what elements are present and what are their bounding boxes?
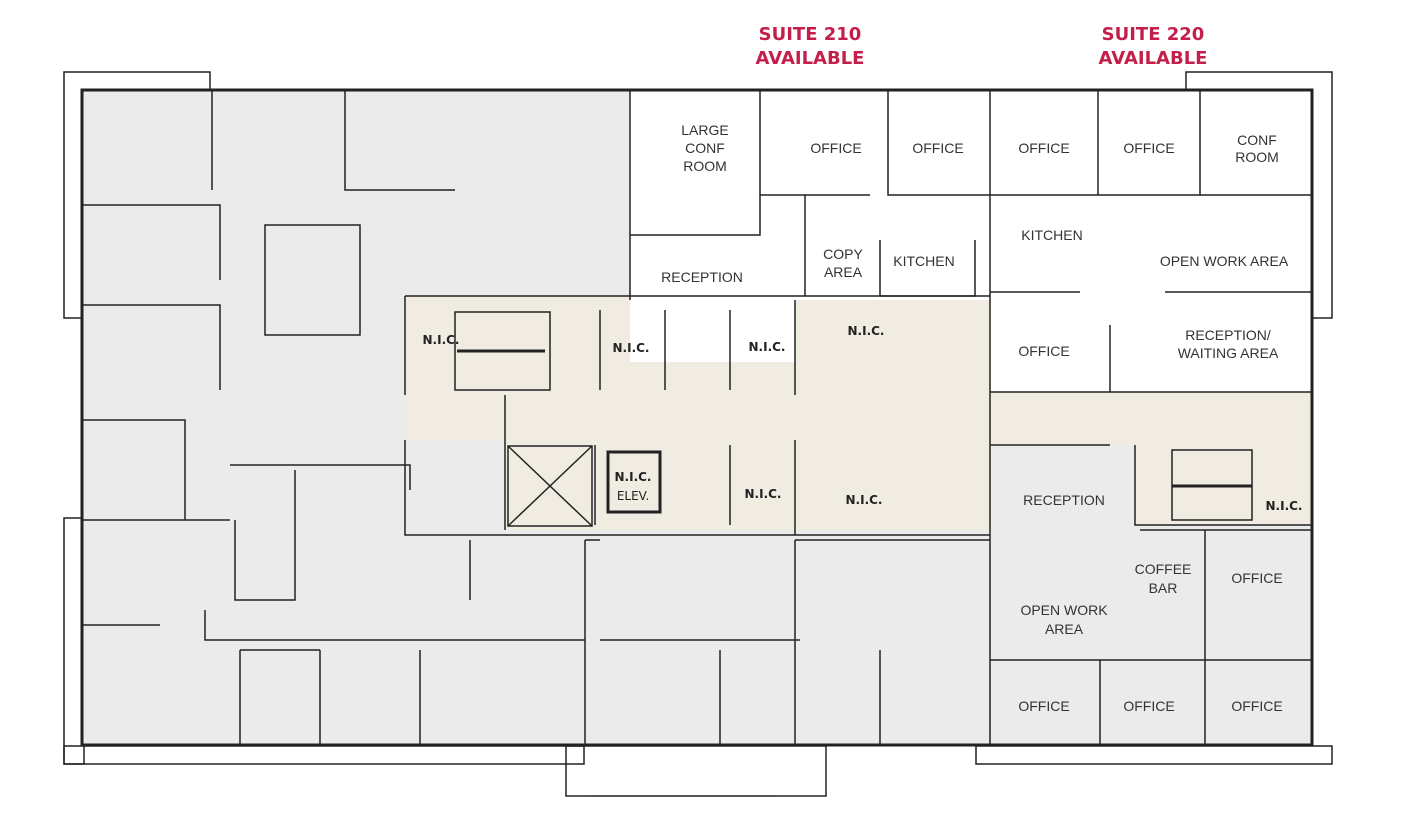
room-office: OFFICE [810, 140, 861, 156]
room-conf-1: CONF [1237, 132, 1277, 148]
suite-210-status: AVAILABLE [756, 48, 865, 69]
wall-segment [264, 224, 361, 336]
walls [80, 88, 1314, 747]
room-large-conf-1: LARGE [681, 122, 728, 138]
wall-segment [1134, 445, 1312, 526]
suite-210-heading: SUITE 210 AVAILABLE [756, 24, 865, 69]
room-open-work: OPEN WORK AREA [1160, 253, 1289, 269]
room-reception: RECEPTION [1023, 492, 1105, 508]
wall-segment [204, 610, 585, 641]
room-copy-1: COPY [823, 246, 863, 262]
wall-segment [82, 204, 221, 280]
stair-east [1171, 449, 1253, 521]
wall-segment [82, 419, 186, 520]
room-copy-2: AREA [824, 264, 863, 280]
suite-210-name: SUITE 210 [759, 24, 862, 45]
nic-label: N.I.C. [749, 340, 786, 354]
nic-label: N.I.C. [423, 333, 460, 347]
nic-label: N.I.C. [846, 493, 883, 507]
nic-label: N.I.C. [848, 324, 885, 338]
suite-210-area [630, 90, 990, 395]
room-open-work-1: OPEN WORK [1020, 602, 1108, 618]
suite-220-heading: SUITE 220 AVAILABLE [1099, 24, 1208, 69]
room-reception: RECEPTION [661, 269, 743, 285]
room-office: OFFICE [1123, 698, 1174, 714]
wall-segment [80, 88, 1314, 747]
room-office: OFFICE [1123, 140, 1174, 156]
room-large-conf-2: CONF [685, 140, 725, 156]
stair-north [454, 311, 551, 391]
wall-segment [887, 90, 990, 196]
room-kitchen: KITCHEN [1021, 227, 1082, 243]
elevator-label-2: ELEV. [617, 489, 649, 503]
core-labels: N.I.C. N.I.C. N.I.C. N.I.C. N.I.C. N.I.C… [423, 324, 1303, 513]
elevator-shaft [507, 445, 662, 527]
nic-label: N.I.C. [1266, 499, 1303, 513]
suite-220-area [990, 90, 1312, 392]
elevator-label-1: N.I.C. [615, 470, 652, 484]
nic-label: N.I.C. [613, 341, 650, 355]
room-conf-2: ROOM [1235, 149, 1279, 165]
room-open-work-2: AREA [1045, 621, 1084, 637]
room-kitchen: KITCHEN [893, 253, 954, 269]
room-office: OFFICE [1231, 698, 1282, 714]
suite-220-status: AVAILABLE [1099, 48, 1208, 69]
room-office: OFFICE [1018, 343, 1069, 359]
wall-segment [879, 650, 990, 746]
room-coffee-2: BAR [1149, 580, 1178, 596]
room-large-conf-3: ROOM [683, 158, 727, 174]
nic-label: N.I.C. [745, 487, 782, 501]
wall-segment [879, 240, 976, 297]
room-reception-waiting-1: RECEPTION/ [1185, 327, 1271, 343]
room-labels: LARGE CONF ROOM OFFICE OFFICE OFFICE OFF… [661, 122, 1289, 714]
room-office: OFFICE [1018, 140, 1069, 156]
room-coffee-1: COFFEE [1135, 561, 1192, 577]
room-office: OFFICE [1231, 570, 1282, 586]
room-office: OFFICE [1018, 698, 1069, 714]
leased-area [82, 90, 1312, 745]
wall-segment [82, 304, 221, 390]
room-office: OFFICE [912, 140, 963, 156]
wall-segment [630, 195, 761, 236]
suite-220-name: SUITE 220 [1102, 24, 1205, 45]
wall-segment [234, 470, 296, 601]
room-reception-waiting-2: WAITING AREA [1178, 345, 1279, 361]
wall-segment [344, 90, 455, 191]
wall-segment [230, 464, 411, 490]
